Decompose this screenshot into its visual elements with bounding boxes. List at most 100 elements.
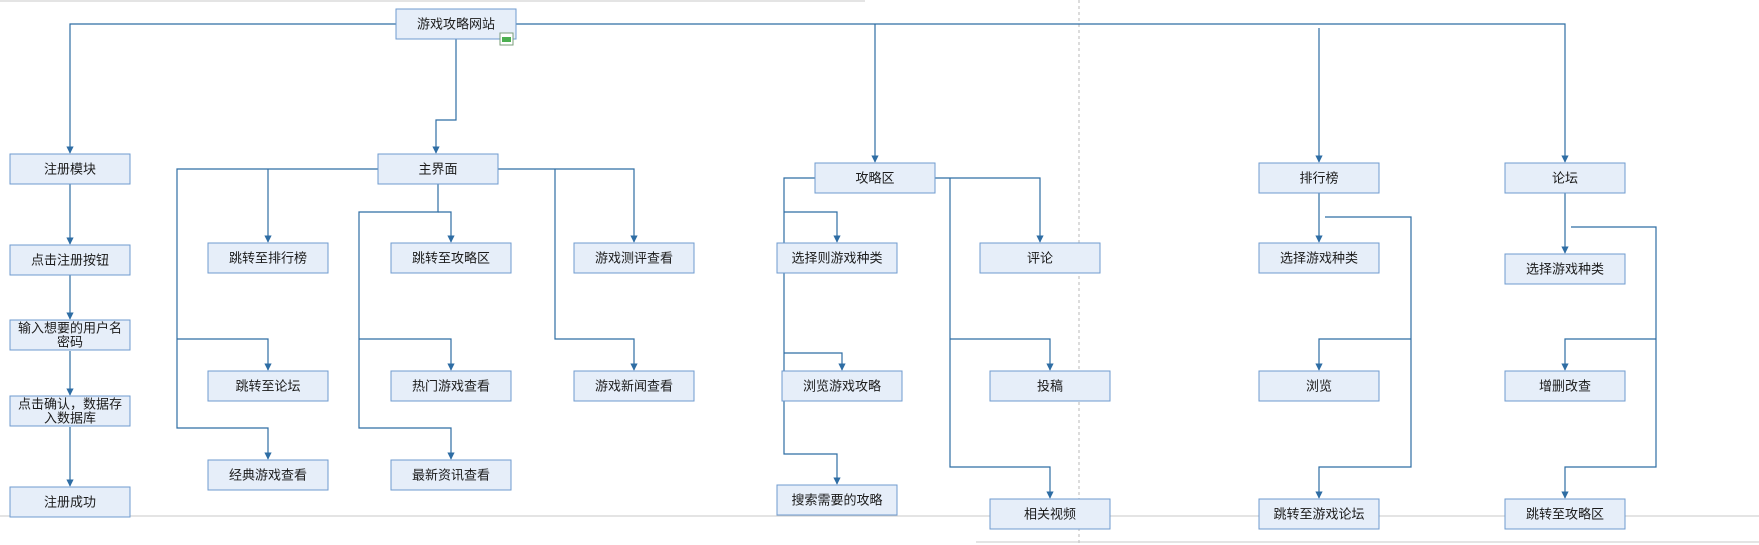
node-m8[interactable]: 游戏新闻查看: [573, 370, 695, 402]
node-box: [207, 459, 329, 491]
node-r3[interactable]: 跳转至游戏论坛: [1258, 498, 1380, 530]
node-m4[interactable]: 跳转至攻略区: [390, 242, 512, 274]
connector-18: [784, 211, 841, 243]
node-label: 主界面: [418, 163, 457, 178]
node-f1[interactable]: 选择游戏种类: [1504, 253, 1626, 285]
node-box: [377, 153, 499, 185]
node-g6[interactable]: 相关视频: [989, 498, 1111, 530]
node-m5[interactable]: 热门游戏查看: [390, 370, 512, 402]
node-f2[interactable]: 增删改查: [1504, 370, 1626, 402]
node-box: [1258, 242, 1380, 274]
node-label: 投稿: [1037, 379, 1063, 395]
edge-layer: [66, 23, 1657, 499]
connector-16: [554, 169, 638, 371]
node-reg3[interactable]: 点击确认，数据存入数据库: [9, 395, 131, 427]
node-box: [1258, 498, 1380, 530]
node-box: [9, 319, 131, 351]
node-m2[interactable]: 跳转至论坛: [207, 370, 329, 402]
connector-28: [1561, 338, 1656, 371]
connector-19: [784, 352, 846, 371]
node-box: [1504, 498, 1626, 530]
node-box: [1504, 370, 1626, 402]
collapse-toggle-icon[interactable]: [499, 32, 514, 46]
node-box: [1258, 370, 1380, 402]
node-box: [390, 370, 512, 402]
connector-27: [1561, 226, 1657, 499]
connector-17: [783, 177, 841, 485]
connector-12: [358, 184, 455, 460]
node-box: [781, 370, 903, 402]
connector-15: [498, 168, 638, 243]
node-layer: 游戏攻略网站注册模块点击注册按钮输入想要的用户名密码点击确认，数据存入数据库注册…: [9, 8, 1626, 530]
node-label: 点击确认，数据存入数据库: [18, 398, 122, 427]
node-g1[interactable]: 选择则游戏种类: [776, 242, 898, 274]
connector-25: [1315, 338, 1411, 371]
node-box: [989, 370, 1111, 402]
node-label: 游戏新闻查看: [595, 379, 673, 395]
node-box: [776, 484, 898, 516]
node-label: 游戏攻略网站: [417, 17, 495, 33]
connector-20: [935, 177, 1044, 243]
node-r2[interactable]: 浏览: [1258, 370, 1380, 402]
node-box: [573, 242, 695, 274]
node-box: [814, 162, 936, 194]
node-r1[interactable]: 选择游戏种类: [1258, 242, 1380, 274]
node-label: 选择游戏种类: [1526, 263, 1604, 278]
node-box: [1504, 253, 1626, 285]
node-reg1[interactable]: 点击注册按钮: [9, 244, 131, 276]
node-label: 游戏测评查看: [595, 251, 673, 267]
node-forum[interactable]: 论坛: [1504, 162, 1626, 194]
node-g2[interactable]: 浏览游戏攻略: [781, 370, 903, 402]
node-m1[interactable]: 跳转至排行榜: [207, 242, 329, 274]
connector-2: [516, 23, 1569, 163]
node-f3[interactable]: 跳转至攻略区: [1504, 498, 1626, 530]
node-box: [390, 242, 512, 274]
node-rank[interactable]: 排行榜: [1258, 162, 1380, 194]
node-box: [979, 242, 1101, 274]
node-m7[interactable]: 游戏测评查看: [573, 242, 695, 274]
connector-1: [66, 23, 396, 154]
node-box: [395, 8, 517, 40]
node-label: 点击注册按钮: [31, 254, 109, 269]
node-main[interactable]: 主界面: [377, 153, 499, 185]
node-reg2[interactable]: 输入想要的用户名密码: [9, 319, 131, 351]
connector-10: [177, 338, 272, 371]
node-box: [9, 244, 131, 276]
node-box: [1258, 162, 1380, 194]
node-g3[interactable]: 搜索需要的攻略: [776, 484, 898, 516]
node-label: 跳转至论坛: [235, 380, 300, 395]
node-box: [9, 153, 131, 185]
node-label: 评论: [1027, 252, 1053, 267]
node-label: 浏览: [1306, 379, 1332, 395]
node-g4[interactable]: 评论: [979, 242, 1101, 274]
node-m6[interactable]: 最新资讯查看: [390, 459, 512, 491]
node-label: 注册成功: [44, 496, 96, 511]
node-label: 论坛: [1552, 172, 1578, 187]
node-root[interactable]: 游戏攻略网站: [395, 8, 517, 40]
node-label: 输入想要的用户名密码: [18, 321, 122, 351]
node-label: 跳转至攻略区: [1526, 507, 1604, 523]
node-label: 浏览游戏攻略: [803, 379, 881, 395]
node-label: 搜索需要的攻略: [791, 493, 882, 509]
node-box: [573, 370, 695, 402]
node-m3[interactable]: 经典游戏查看: [207, 459, 329, 491]
connector-24: [1315, 216, 1412, 499]
node-label: 最新资讯查看: [412, 468, 490, 484]
node-label: 跳转至攻略区: [412, 251, 490, 267]
node-label: 排行榜: [1299, 171, 1338, 187]
connector-0: [432, 23, 457, 154]
node-box: [207, 242, 329, 274]
node-box: [390, 459, 512, 491]
node-reg4[interactable]: 注册成功: [9, 486, 131, 518]
node-label: 注册模块: [44, 163, 96, 178]
node-label: 经典游戏查看: [229, 468, 307, 484]
node-label: 增删改查: [1539, 380, 1591, 395]
node-label: 选择游戏种类: [1280, 252, 1358, 267]
node-g5[interactable]: 投稿: [989, 370, 1111, 402]
node-gl[interactable]: 攻略区: [814, 162, 936, 194]
node-reg[interactable]: 注册模块: [9, 153, 131, 185]
node-box: [9, 395, 131, 427]
connector-13: [359, 338, 455, 371]
connector-9: [176, 168, 378, 460]
node-box: [207, 370, 329, 402]
